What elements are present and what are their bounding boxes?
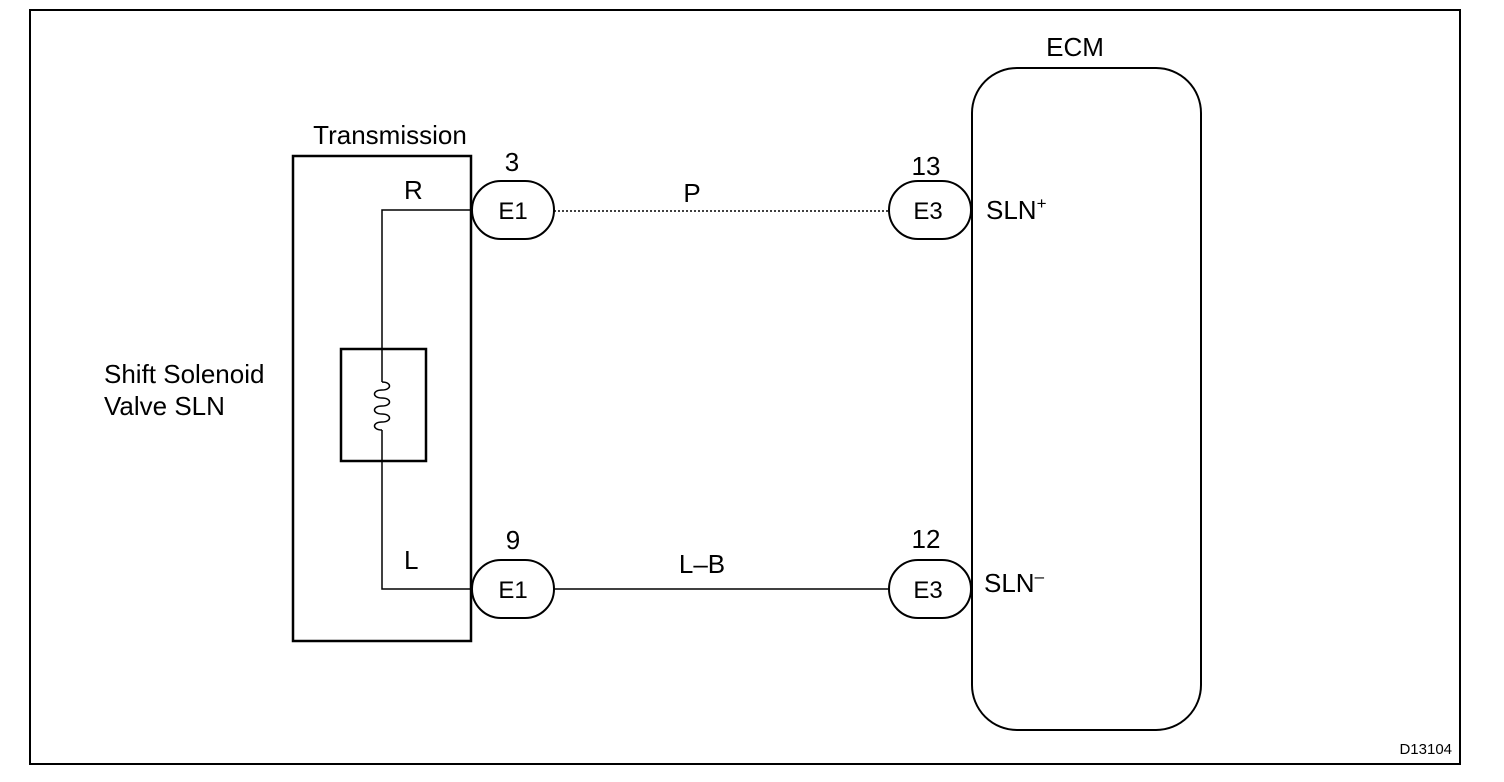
coil-icon <box>373 381 391 431</box>
ecm-terminal-sln-plus: SLN+ <box>986 194 1047 225</box>
connector-e1-top <box>471 180 555 240</box>
connector-e3-top-label: E3 <box>913 198 942 225</box>
ecm-terminal-sln-plus-base: SLN <box>986 195 1037 225</box>
solenoid-label-line2: Valve SLN <box>104 391 225 421</box>
internal-wire-bottom <box>381 430 472 590</box>
connector-e1-bottom-pin: 9 <box>506 525 520 555</box>
diagram-frame <box>29 9 1461 765</box>
ecm-terminal-sln-minus-base: SLN <box>984 568 1035 598</box>
internal-wire-label-l: L <box>404 545 418 575</box>
connector-e1-top-pin: 3 <box>505 147 519 177</box>
connector-e1-top-label: E1 <box>498 198 527 225</box>
connector-e3-bottom-pin: 12 <box>912 524 941 554</box>
ecm-title: ECM <box>1046 32 1104 62</box>
figure-code: D13104 <box>1399 741 1452 758</box>
wire-bottom-color-code: L–B <box>679 549 725 579</box>
internal-wire-top <box>381 209 472 382</box>
connector-e3-top-pin: 13 <box>912 151 941 181</box>
ecm-terminal-sln-minus-sup: – <box>1035 567 1045 586</box>
internal-wire-label-r: R <box>404 175 423 205</box>
solenoid-label-line1: Shift Solenoid <box>104 359 264 389</box>
ecm-terminal-sln-plus-sup: + <box>1037 194 1047 213</box>
ecm-terminal-sln-minus: SLN– <box>984 567 1045 598</box>
connector-e3-top <box>888 180 972 240</box>
wire-top-color-code: P <box>683 178 700 208</box>
ecm-box <box>971 67 1202 731</box>
connector-e1-bottom-label: E1 <box>498 577 527 604</box>
connector-e3-bottom-label: E3 <box>913 577 942 604</box>
transmission-title: Transmission <box>313 120 467 150</box>
transmission-box <box>291 154 473 643</box>
solenoid-component <box>339 347 428 463</box>
